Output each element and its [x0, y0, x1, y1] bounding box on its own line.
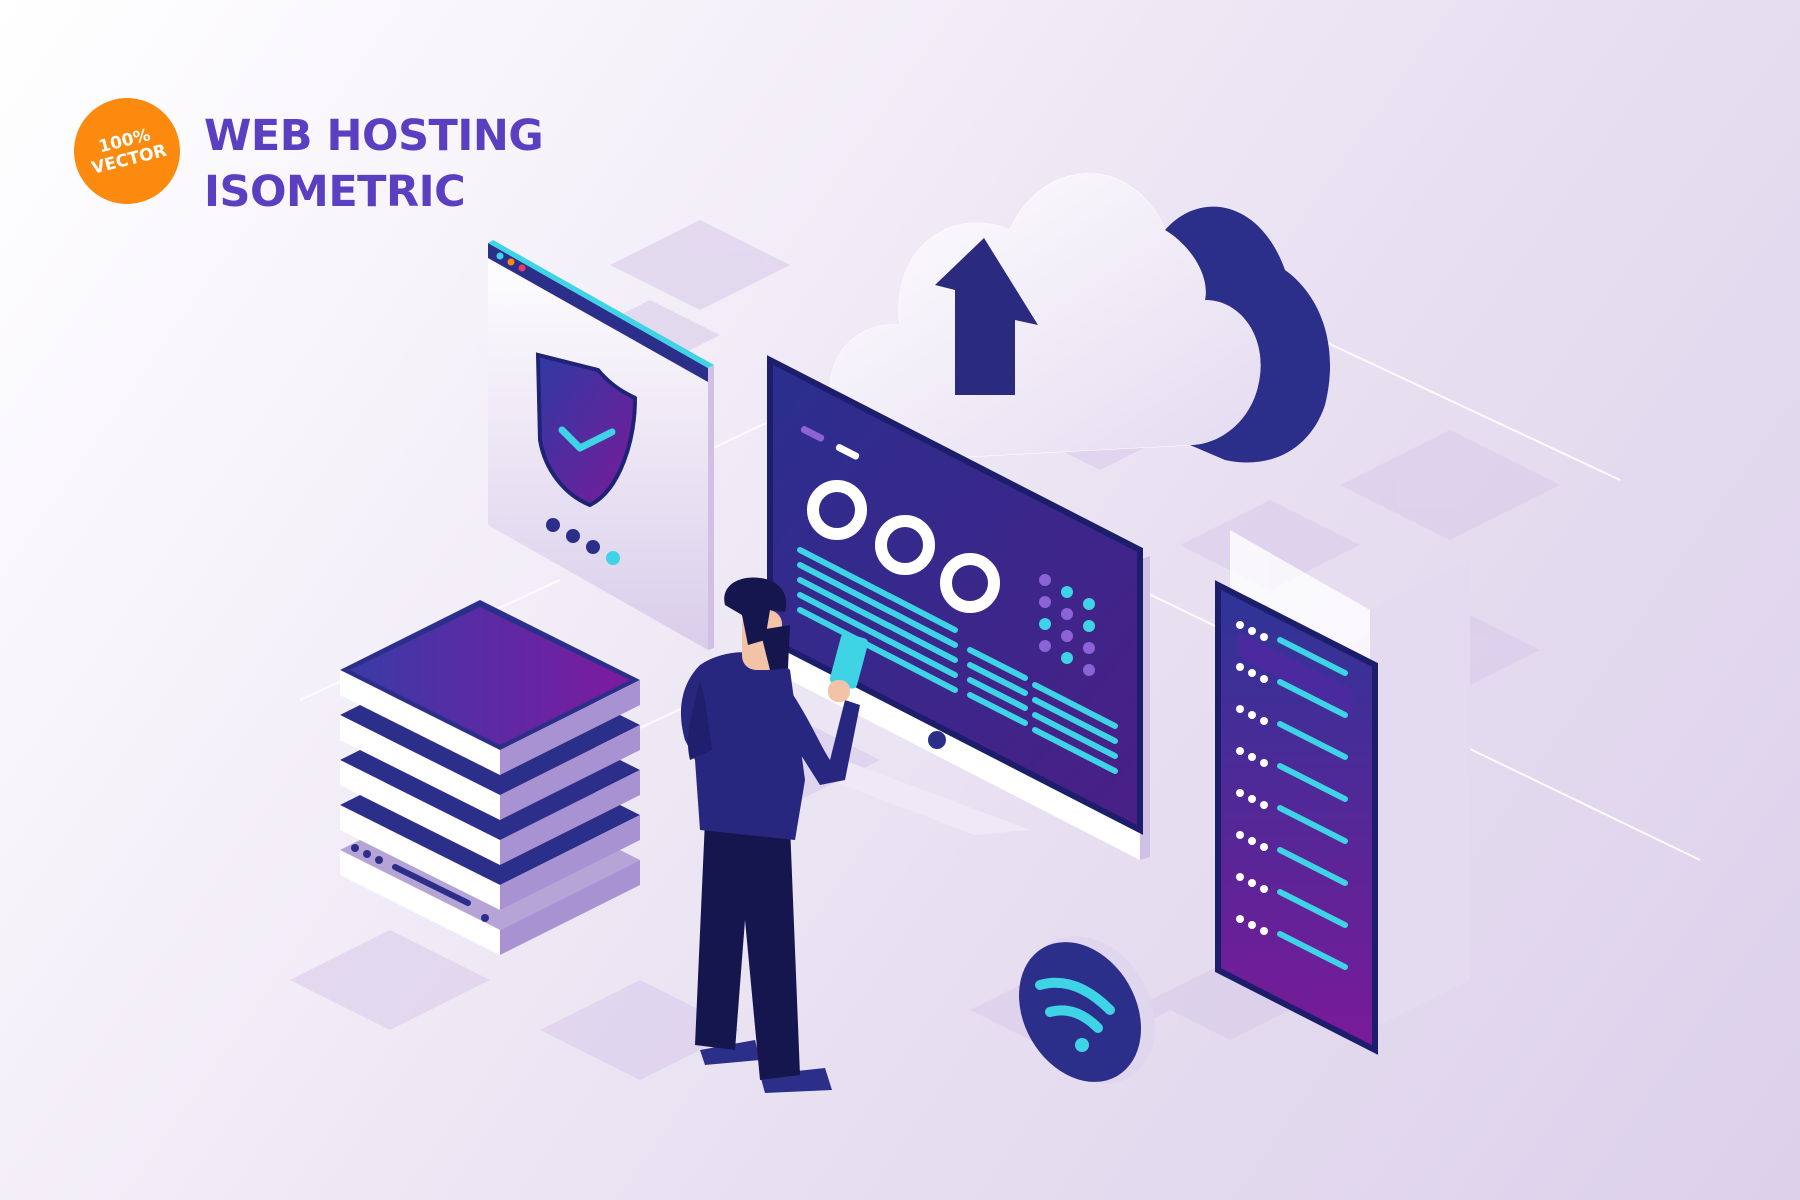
rack-units	[1238, 633, 1353, 714]
page-title: WEB HOSTING ISOMETRIC	[204, 108, 544, 220]
wifi-icon	[1019, 936, 1155, 1084]
shield-panel	[488, 240, 714, 650]
person-with-phone-icon	[680, 577, 869, 1093]
server-rack-icon	[1215, 530, 1470, 1055]
title-line-2: ISOMETRIC	[204, 167, 466, 217]
server-stack-icon	[340, 600, 640, 955]
status-dot-grid	[1039, 574, 1095, 676]
title-line-1: WEB HOSTING	[204, 111, 544, 161]
monitor-dashboard-icon	[767, 355, 1150, 860]
slide-indicator-dots	[546, 518, 620, 565]
shield-check-icon	[535, 352, 638, 508]
cloud-upload-icon	[829, 173, 1331, 463]
